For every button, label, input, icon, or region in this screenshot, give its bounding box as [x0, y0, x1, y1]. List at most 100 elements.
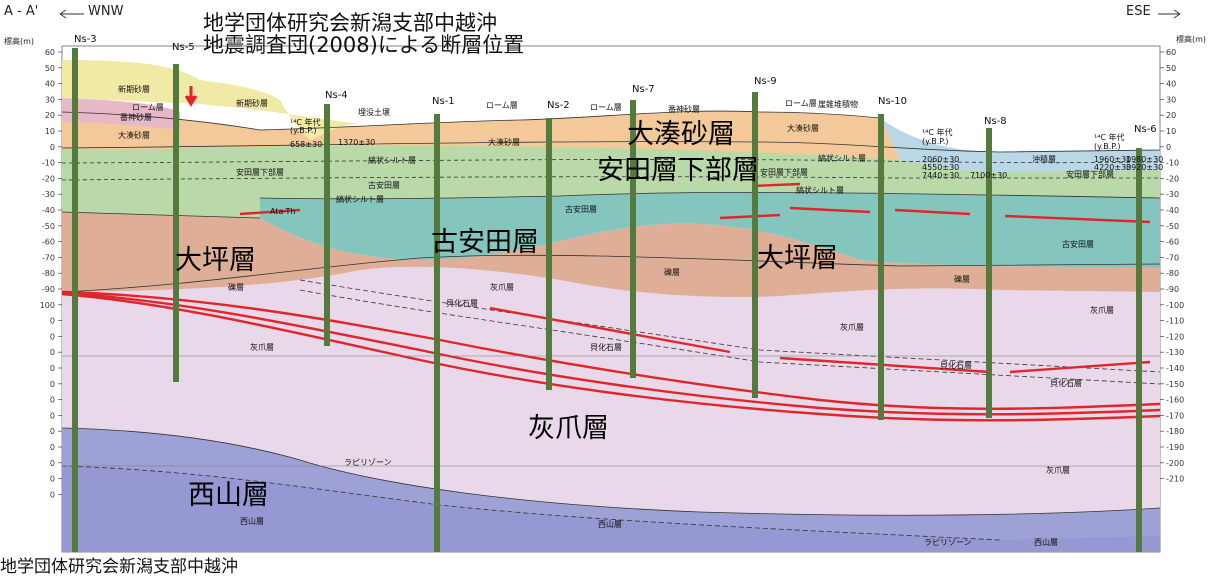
label-c14-m-1: 2060±30 — [922, 155, 959, 164]
borehole-ns1 — [434, 114, 440, 552]
left-axis-title: 標高(m) — [4, 36, 34, 46]
bottom-caption: 地学団体研究会新潟支部中越沖 — [0, 557, 238, 577]
left_axis_ticks-tick-label: 40 — [45, 80, 55, 89]
label-ns9: Ns-9 — [754, 76, 777, 87]
label-ata-th: Ata-Th — [270, 207, 295, 216]
borehole-ns9 — [752, 92, 758, 398]
layer-nishiyama-lower — [62, 466, 1160, 552]
label-ominato-s3: 大湊砂層 — [787, 123, 819, 133]
layer-ohira — [62, 212, 1160, 298]
left_axis_ticks-tick-label: 0 — [50, 364, 55, 373]
borehole-ns3 — [72, 48, 78, 552]
fault-lines — [61, 182, 1161, 422]
label-c14-l-1: 658±30 — [290, 140, 322, 149]
left_axis_ticks-tick-label: -30 — [42, 190, 55, 199]
right_axis_ticks-tick-label: -140 — [1166, 364, 1184, 373]
left_axis_ticks-tick-label: 0 — [50, 411, 55, 420]
label-yasuda-s1: 安田層下部層 — [236, 167, 284, 177]
left_axis_ticks-tick-label: 0 — [50, 380, 55, 389]
label-shinki-2: 新期砂層 — [236, 98, 268, 108]
borehole-ns10 — [878, 114, 884, 420]
right_axis_ticks-tick-label: -200 — [1166, 459, 1184, 468]
label-ns3: Ns-3 — [74, 34, 97, 45]
label-c14-r-4: 3920±30 — [1126, 163, 1163, 172]
left-axis-ticks: 6050403020100-10-20-30-40-50-60-70-80-90… — [40, 48, 62, 499]
label-loam-1: ローム層 — [132, 103, 164, 112]
label-c14-m-2: 4550±30 — [922, 163, 959, 172]
left_axis_ticks-tick-label: -70 — [42, 253, 55, 262]
label-furuyasuda-s3: 古安田層 — [1062, 239, 1094, 249]
label-ns7: Ns-7 — [632, 84, 655, 95]
left_axis_ticks-tick-label: 0 — [50, 459, 55, 468]
left_axis_ticks-tick-label: -50 — [42, 222, 55, 231]
right_axis_ticks-tick-label: -180 — [1166, 427, 1184, 436]
label-reki-1: 礫層 — [228, 282, 244, 292]
label-haizume-s2: 灰爪層 — [250, 342, 274, 352]
label-bankami: 番神砂層 — [120, 112, 152, 122]
right_axis_ticks-tick-label: 20 — [1166, 111, 1176, 120]
right_axis_ticks-tick-label: -20 — [1166, 174, 1179, 183]
left_axis_ticks-tick-label: 0 — [50, 475, 55, 484]
right_axis_ticks-tick-label: -10 — [1166, 159, 1179, 168]
left_axis_ticks-tick-label: 0 — [50, 443, 55, 452]
label-ns2: Ns-2 — [547, 100, 570, 111]
layer-shinki — [62, 60, 360, 140]
left_axis_ticks-tick-label: -90 — [42, 285, 55, 294]
left_axis_ticks-tick-label: 100 — [40, 301, 55, 310]
big-label-haizume: 灰爪層 — [528, 413, 609, 444]
label-haizume-s5: 灰爪層 — [1046, 465, 1070, 475]
label-c14-r-1: 1960±30 — [1094, 155, 1131, 164]
big-label-yasuda-lower: 安田層下部層 — [597, 155, 759, 186]
left_axis_ticks-tick-label: 0 — [50, 143, 55, 152]
ese-direction-label: ESE — [1126, 4, 1151, 19]
left_axis_ticks-tick-label: 60 — [45, 48, 55, 57]
label-haizume-s1: 灰爪層 — [490, 282, 514, 292]
label-loam-2: ローム層 — [486, 101, 518, 110]
borehole-ns5 — [173, 64, 179, 382]
fault-position-arrow-icon — [184, 86, 198, 107]
label-kaika-1: 貝化石層 — [446, 298, 478, 308]
layer-bankami — [62, 98, 180, 130]
label-yasuda-s2: 安田層下部層 — [760, 167, 808, 177]
label-nishiyama-s1: 西山層 — [240, 516, 264, 526]
right_axis_ticks-tick-label: 30 — [1166, 95, 1176, 104]
label-c14-mid: ¹⁴C 年代 — [922, 127, 953, 137]
left_axis_ticks-tick-label: 10 — [45, 127, 55, 136]
layer-ominato — [62, 111, 900, 160]
right_axis_ticks-tick-label: -160 — [1166, 396, 1184, 405]
left_axis_ticks-tick-label: 0 — [50, 332, 55, 341]
left_axis_ticks-tick-label: -80 — [42, 269, 55, 278]
label-ns5: Ns-5 — [172, 42, 195, 53]
left_axis_ticks-tick-label: 0 — [50, 348, 55, 357]
label-bp-left: (y.B.P.) — [290, 126, 317, 135]
label-rapi-1: ラピリゾーン — [344, 458, 392, 467]
right_axis_ticks-tick-label: -40 — [1166, 206, 1179, 215]
layer-chuseki — [880, 118, 1160, 172]
small-labels: 新期砂層 新期砂層 ローム層 ローム層 ローム層 ローム層 番神砂層 番神砂層 … — [118, 84, 1163, 547]
left_axis_ticks-tick-label: 20 — [45, 111, 55, 120]
label-ominato-s2: 大湊砂層 — [488, 137, 520, 147]
label-furuyasuda-s2: 古安田層 — [565, 204, 597, 214]
label-c14-r-2: 4220±30 — [1094, 163, 1131, 172]
big-label-ohira-right: 大坪層 — [757, 243, 838, 274]
borehole-ns4 — [324, 104, 330, 346]
label-c14-m-4: 7100±30 — [970, 171, 1007, 180]
wnw-arrow-icon — [59, 9, 84, 19]
label-bp-mid: (y.B.P.) — [922, 137, 949, 146]
label-kaika-2: 貝化石層 — [590, 342, 622, 352]
right_axis_ticks-tick-label: -50 — [1166, 222, 1179, 231]
right-axis-title: 標高(m) — [1176, 34, 1206, 44]
left_axis_ticks-tick-label: -10 — [42, 159, 55, 168]
label-bankami-2: 番神砂層 — [668, 104, 700, 114]
right_axis_ticks-tick-label: -110 — [1166, 317, 1184, 326]
right_axis_ticks-tick-label: -190 — [1166, 443, 1184, 452]
label-reki-2: 礫層 — [664, 267, 680, 277]
borehole-columns — [72, 48, 1142, 552]
label-rapi-2: ラピリゾーン — [924, 538, 972, 547]
label-chuseki: 沖積層 — [1032, 154, 1056, 164]
label-yasuda-s3: 安田層下部層 — [1066, 169, 1114, 179]
big-label-nishiyama: 西山層 — [188, 480, 269, 511]
right_axis_ticks-tick-label: -30 — [1166, 190, 1179, 199]
right_axis_ticks-tick-label: 60 — [1166, 48, 1176, 57]
left_axis_ticks-tick-label: -60 — [42, 238, 55, 247]
